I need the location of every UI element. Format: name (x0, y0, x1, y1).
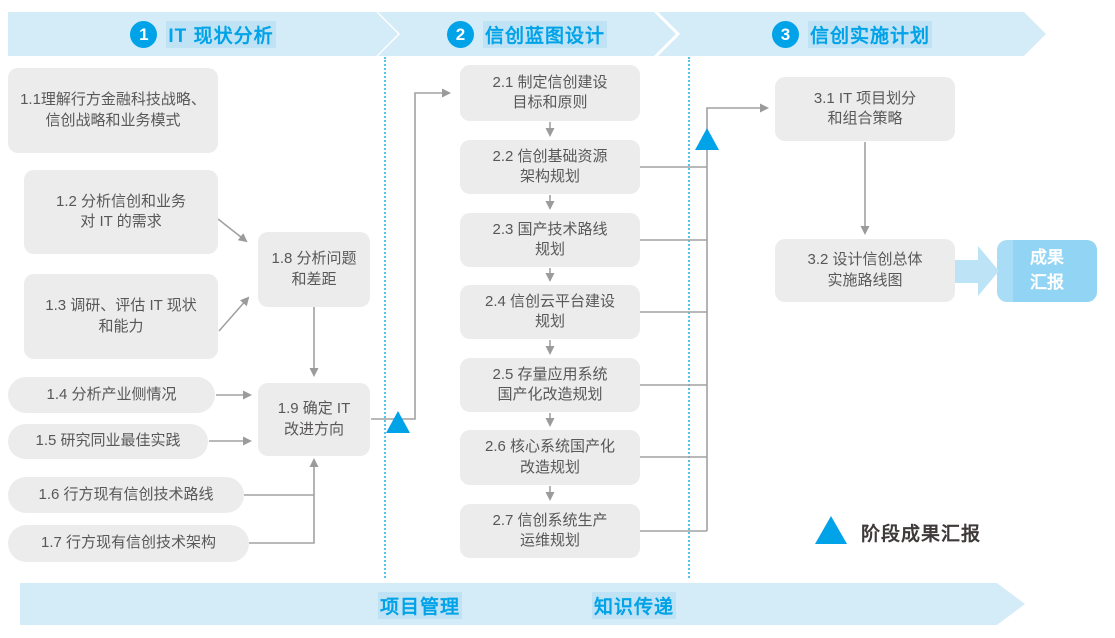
step-1-7-box: 1.7 行方现有信创技术架构 (8, 525, 249, 562)
step-3-1-box: 3.1 IT 项目划分 和组合策略 (775, 77, 955, 141)
step-1-6-box: 1.6 行方现有信创技术路线 (8, 477, 244, 513)
phase-2-number-badge: 2 (446, 20, 474, 48)
step-2-4-box: 2.4 信创云平台建设 规划 (460, 285, 640, 339)
step-2-2-box: 2.2 信创基础资源 架构规划 (460, 140, 640, 194)
step-1-4-box: 1.4 分析产业侧情况 (8, 377, 215, 413)
legend-triangle-icon (815, 516, 847, 544)
bottom-banner: 项目管理 知识传递 (20, 583, 1025, 625)
phase-1-number-badge: 1 (130, 20, 158, 48)
knowledge-transfer-label: 知识传递 (592, 592, 677, 619)
step-1-3-box: 1.3 调研、评估 IT 现状 和能力 (24, 274, 218, 359)
arrow-1-7-join-to-1-9 (249, 458, 319, 544)
step-1-8-box: 1.8 分析问题 和差距 (258, 232, 370, 307)
step-2-3-box: 2.3 国产技术路线 规划 (460, 213, 640, 267)
phase-separator-2 (688, 57, 690, 578)
deliverable-arrow-icon (978, 246, 999, 296)
step-1-5-box: 1.5 研究同业最佳实践 (8, 424, 208, 459)
phase-3-label: 信创实施计划 (807, 20, 932, 48)
phase-3-banner: 3 信创实施计划 (658, 12, 1046, 56)
step-1-9-box: 1.9 确定 IT 改进方向 (258, 383, 370, 456)
arrow-collector-to-3-1 (706, 103, 769, 531)
phase-1-banner: 1 IT 现状分析 (8, 12, 398, 56)
phase-1-label: IT 现状分析 (166, 20, 276, 48)
deliverable-report-box: 成果 汇报 (997, 240, 1097, 302)
step-2-7-box: 2.7 信创系统生产 运维规划 (460, 504, 640, 558)
arrow-1-3-to-1-8 (218, 296, 250, 332)
step-2-5-box: 2.5 存量应用系统 国产化改造规划 (460, 358, 640, 412)
step-2-6-box: 2.6 核心系统国产化 改造规划 (460, 430, 640, 485)
milestone-triangle-phase2-icon (695, 128, 719, 150)
step-1-1-box: 1.1理解行方金融科技战略、 信创战略和业务模式 (8, 68, 218, 153)
milestone-triangle-phase1-icon (386, 411, 410, 433)
phase-2-banner: 2 信创蓝图设计 (378, 12, 676, 56)
step-1-2-box: 1.2 分析信创和业务 对 IT 的需求 (24, 170, 218, 254)
phase-3-number-badge: 3 (771, 20, 799, 48)
phase-separator-1 (384, 57, 386, 578)
deliverable-arrow-body (955, 260, 980, 283)
arrow-1-2-to-1-8 (217, 218, 248, 243)
legend-label: 阶段成果汇报 (861, 524, 982, 545)
project-management-label: 项目管理 (378, 592, 463, 619)
step-2-1-box: 2.1 制定信创建设 目标和原则 (460, 65, 640, 121)
arrow-1-9-to-2-1 (371, 88, 451, 420)
step-3-2-box: 3.2 设计信创总体 实施路线图 (775, 239, 955, 302)
phase-2-label: 信创蓝图设计 (482, 20, 607, 48)
